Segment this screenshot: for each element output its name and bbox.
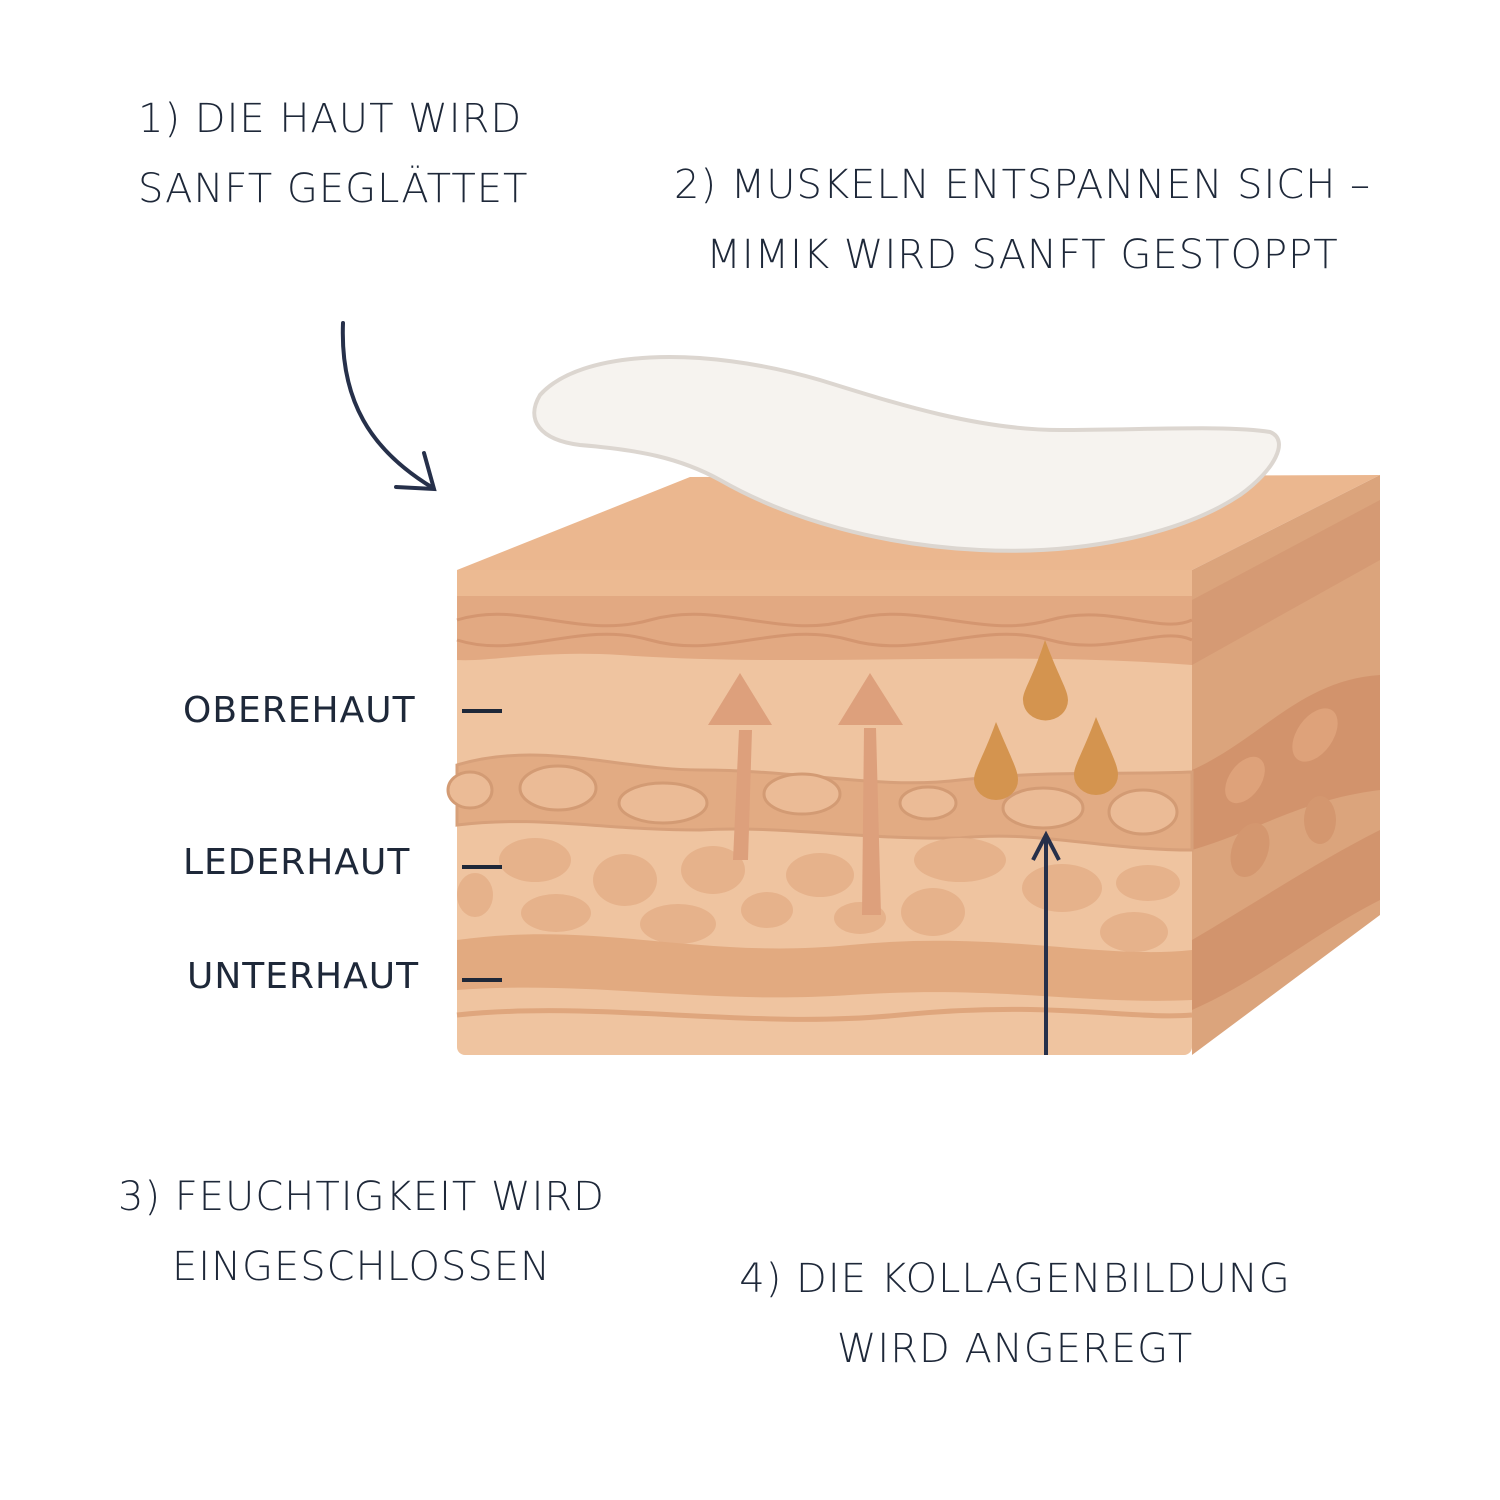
callout-step3: 3) FEUCHTIGKEIT WIRD EINGESCHLOSSEN xyxy=(118,1162,605,1302)
upward-arrow-icon xyxy=(708,673,903,915)
callout-step1: 1) DIE HAUT WIRD SANFT GEGLÄTTET xyxy=(138,84,528,224)
callout-step3-line2: EINGESCHLOSSEN xyxy=(172,1244,551,1290)
callout-step4-line1: 4) DIE KOLLAGENBILDUNG xyxy=(739,1256,1291,1302)
silicone-patch xyxy=(532,355,1281,553)
callout-step1-line1: 1) DIE HAUT WIRD xyxy=(138,96,523,142)
label-dermis: LEDERHAUT xyxy=(183,842,411,883)
callout-step3-line1: 3) FEUCHTIGKEIT WIRD xyxy=(118,1174,605,1220)
moisture-droplet-icon xyxy=(974,640,1118,800)
curved-arrow-icon xyxy=(340,321,437,492)
skin-block-side-face xyxy=(1192,475,1380,1055)
callout-step2: 2) MUSKELN ENTSPANNEN SICH – MIMIK WIRD … xyxy=(640,150,1405,290)
skin-block-front-face xyxy=(446,570,1194,1055)
collagen-arrow-icon xyxy=(1031,830,1061,1055)
callout-step4-line2: WIRD ANGEREGT xyxy=(836,1326,1194,1372)
callout-step2-line1: 2) MUSKELN ENTSPANNEN SICH – xyxy=(674,162,1371,208)
layer-dash-markers xyxy=(462,709,502,982)
callout-step2-line2: MIMIK WIRD SANFT GESTOPPT xyxy=(706,232,1339,278)
label-epidermis: OBEREHAUT xyxy=(183,690,416,731)
label-subcutis: UNTERHAUT xyxy=(187,956,420,997)
callout-step1-line2: SANFT GEGLÄTTET xyxy=(138,166,529,212)
callout-step4: 4) DIE KOLLAGENBILDUNG WIRD ANGEREGT xyxy=(700,1244,1330,1384)
